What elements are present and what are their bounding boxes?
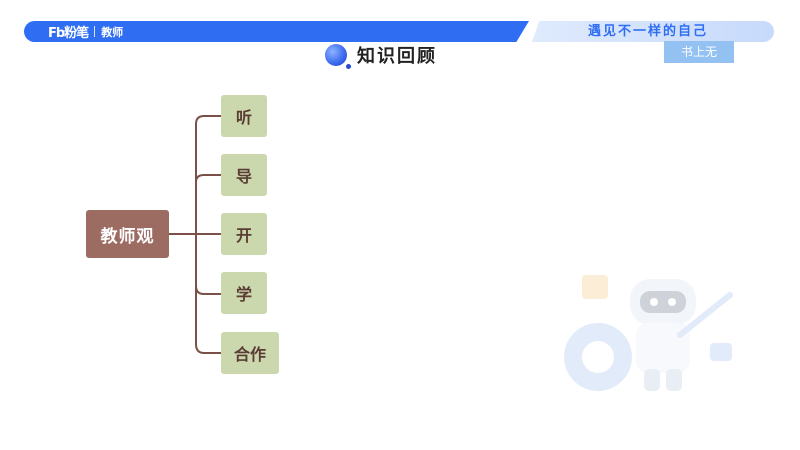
mindmap-node-2: 导 (221, 154, 267, 196)
mindmap-node-4: 学 (221, 272, 267, 314)
logo-subtitle: 教师 (101, 25, 124, 39)
slogan-text: 遇见不一样的自己 (588, 24, 709, 39)
logo-mark: Fb粉笔 (48, 26, 89, 41)
logo-divider (94, 26, 96, 37)
mindmap-node-5: 合作 (221, 332, 279, 374)
corner-badge: 书上无 (664, 41, 734, 63)
mindmap-root-node: 教师观 (86, 210, 169, 258)
connector-branch-2 (195, 174, 221, 183)
header-banner-left (24, 21, 529, 42)
section-title-text: 知识回顾 (357, 46, 437, 67)
mindmap-node-3: 开 (221, 213, 267, 255)
sphere-icon (325, 44, 351, 69)
brand-logo: Fb粉笔 教师 (48, 23, 124, 42)
section-title: 知识回顾 (325, 40, 437, 70)
header-banner-right (532, 21, 774, 42)
mindmap-node-1: 听 (221, 95, 267, 137)
robot-mascot-icon (564, 275, 733, 391)
connector-trunk (195, 115, 205, 354)
connector-branch-4 (195, 285, 221, 295)
